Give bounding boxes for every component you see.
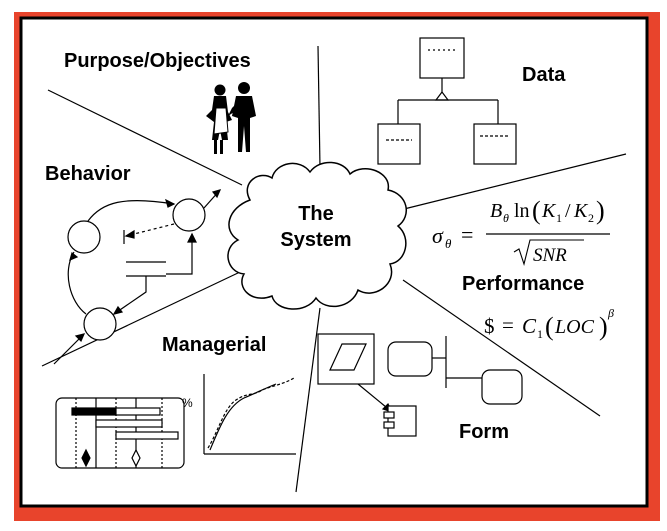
- state-circle-right: [172, 198, 206, 232]
- cost-equals: =: [502, 313, 514, 337]
- system-label-line1: The: [298, 203, 334, 225]
- divider-lower-right: [402, 279, 601, 417]
- divider-upper-right: [399, 153, 627, 211]
- divider-bottom: [295, 307, 321, 493]
- cost-formula: $ = C 1 ( LOC ) β: [484, 306, 614, 341]
- sigma-lhs: σ: [432, 223, 444, 248]
- percent-label: %: [182, 396, 193, 410]
- managerial-label: Managerial: [162, 334, 266, 356]
- numerator-b: B: [490, 200, 502, 222]
- numerator-ln: ln: [514, 200, 530, 222]
- cost-lhs: $: [484, 314, 495, 338]
- numerator-k2-sub: 2: [588, 211, 594, 225]
- performance-label: Performance: [462, 273, 584, 295]
- numerator-k1-sub: 1: [556, 211, 562, 225]
- data-entity-top: [419, 37, 465, 79]
- cost-paren-close: ): [599, 312, 608, 341]
- data-tree: [377, 37, 517, 165]
- divider-upper-left: [47, 89, 243, 186]
- sigma-subscript: θ: [445, 236, 452, 251]
- cost-beta: β: [607, 306, 614, 320]
- progress-plot-icon: [203, 374, 296, 455]
- data-entity-left: [377, 123, 421, 165]
- denominator-snr: SNR: [533, 245, 567, 266]
- form-rounded-box-right: [481, 369, 523, 405]
- numerator-paren-open: (: [532, 196, 541, 225]
- divider-top: [317, 45, 321, 169]
- divider-lines: [41, 45, 627, 493]
- behavior-state-diagram: [53, 189, 222, 365]
- system-cloud: [227, 161, 408, 310]
- cost-c1-sub: 1: [537, 327, 543, 341]
- divider-lower-left: [41, 271, 241, 367]
- cost-loc: LOC: [554, 316, 595, 338]
- data-label: Data: [522, 64, 566, 86]
- form-diagram: [317, 333, 523, 437]
- data-entity-right: [473, 123, 517, 165]
- cost-c1: C: [522, 314, 537, 338]
- behavior-label: Behavior: [45, 163, 131, 185]
- gantt-chart-icon: [55, 397, 185, 469]
- system-label-line2: System: [280, 229, 351, 251]
- purpose-objectives-label: Purpose/Objectives: [64, 50, 251, 72]
- form-label: Form: [459, 421, 509, 443]
- people-silhouette-icon: [206, 82, 256, 154]
- diagram-frame: The System Purpose/Objectives Data Behav…: [14, 12, 660, 521]
- sigma-formula: σ θ = B θ ln ( K 1 / K 2 ) SNR: [432, 196, 610, 266]
- sigma-equals: =: [461, 222, 473, 247]
- system-aspects-diagram: The System Purpose/Objectives Data Behav…: [14, 12, 660, 521]
- state-circle-bottom: [83, 307, 117, 341]
- form-rounded-box-top: [387, 341, 433, 377]
- sqrt-sign: [513, 239, 584, 266]
- numerator-slash: /: [565, 200, 571, 222]
- numerator-paren-close: ): [596, 196, 605, 225]
- numerator-k2: K: [573, 200, 589, 222]
- form-component-box: [387, 405, 417, 437]
- parallelogram-shape: [329, 343, 367, 371]
- cost-paren-open: (: [545, 312, 554, 341]
- numerator-b-sub: θ: [503, 211, 509, 225]
- state-circle-left: [67, 220, 101, 254]
- numerator-k1: K: [541, 200, 557, 222]
